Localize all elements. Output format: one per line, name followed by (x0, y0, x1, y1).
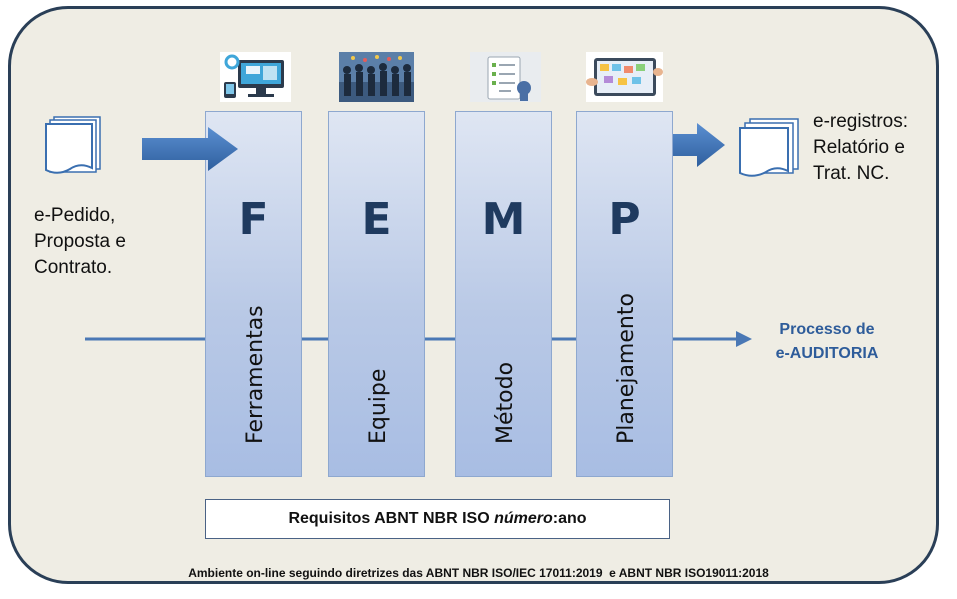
column-label-ferramentas: Ferramentas (242, 305, 268, 444)
output-line-1: e-registros: (813, 111, 909, 132)
column-planejamento: P Planejamento (576, 111, 673, 477)
input-arrow-head (205, 127, 238, 171)
column-label-planejamento: Planejamento (613, 293, 639, 444)
tools-computer-icon (220, 52, 291, 102)
process-line-1: Processo de (779, 321, 875, 338)
process-line-2: e-AUDITORIA (775, 345, 879, 362)
requirements-italic: número (494, 510, 553, 527)
requirements-prefix: Requisitos ABNT NBR ISO (288, 510, 495, 527)
team-people-icon (339, 52, 414, 102)
requirements-suffix: :ano (552, 510, 587, 527)
planning-board-icon (586, 52, 663, 102)
footer-note: Ambiente on-line seguindo diretrizes das… (188, 566, 769, 580)
column-metodo: M Método (455, 111, 552, 477)
column-equipe: E Equipe (328, 111, 425, 477)
requirements-box: Requisitos ABNT NBR ISO número:ano (205, 499, 670, 539)
column-label-metodo: Método (492, 361, 518, 444)
output-line-2: Relatório e (813, 137, 905, 158)
column-letter-e: E (361, 194, 392, 245)
input-document-icon (45, 116, 101, 174)
column-letter-p: P (608, 194, 641, 245)
column-ferramentas: F Ferramentas (205, 111, 302, 477)
checklist-method-icon (470, 52, 541, 102)
input-line-1: e-Pedido, (34, 205, 116, 226)
process-label: Processo de e-AUDITORIA (752, 318, 902, 366)
column-label-equipe: Equipe (365, 368, 391, 444)
output-line-3: Trat. NC. (813, 163, 890, 184)
output-text: e-registros: Relatório e Trat. NC. (813, 109, 908, 187)
column-letter-m: M (481, 194, 526, 245)
column-letter-f: F (238, 194, 269, 245)
input-text: e-Pedido, Proposta e Contrato. (34, 203, 126, 281)
output-document-icon (739, 118, 799, 177)
input-line-3: Contrato. (34, 257, 113, 278)
input-line-2: Proposta e (34, 231, 126, 252)
